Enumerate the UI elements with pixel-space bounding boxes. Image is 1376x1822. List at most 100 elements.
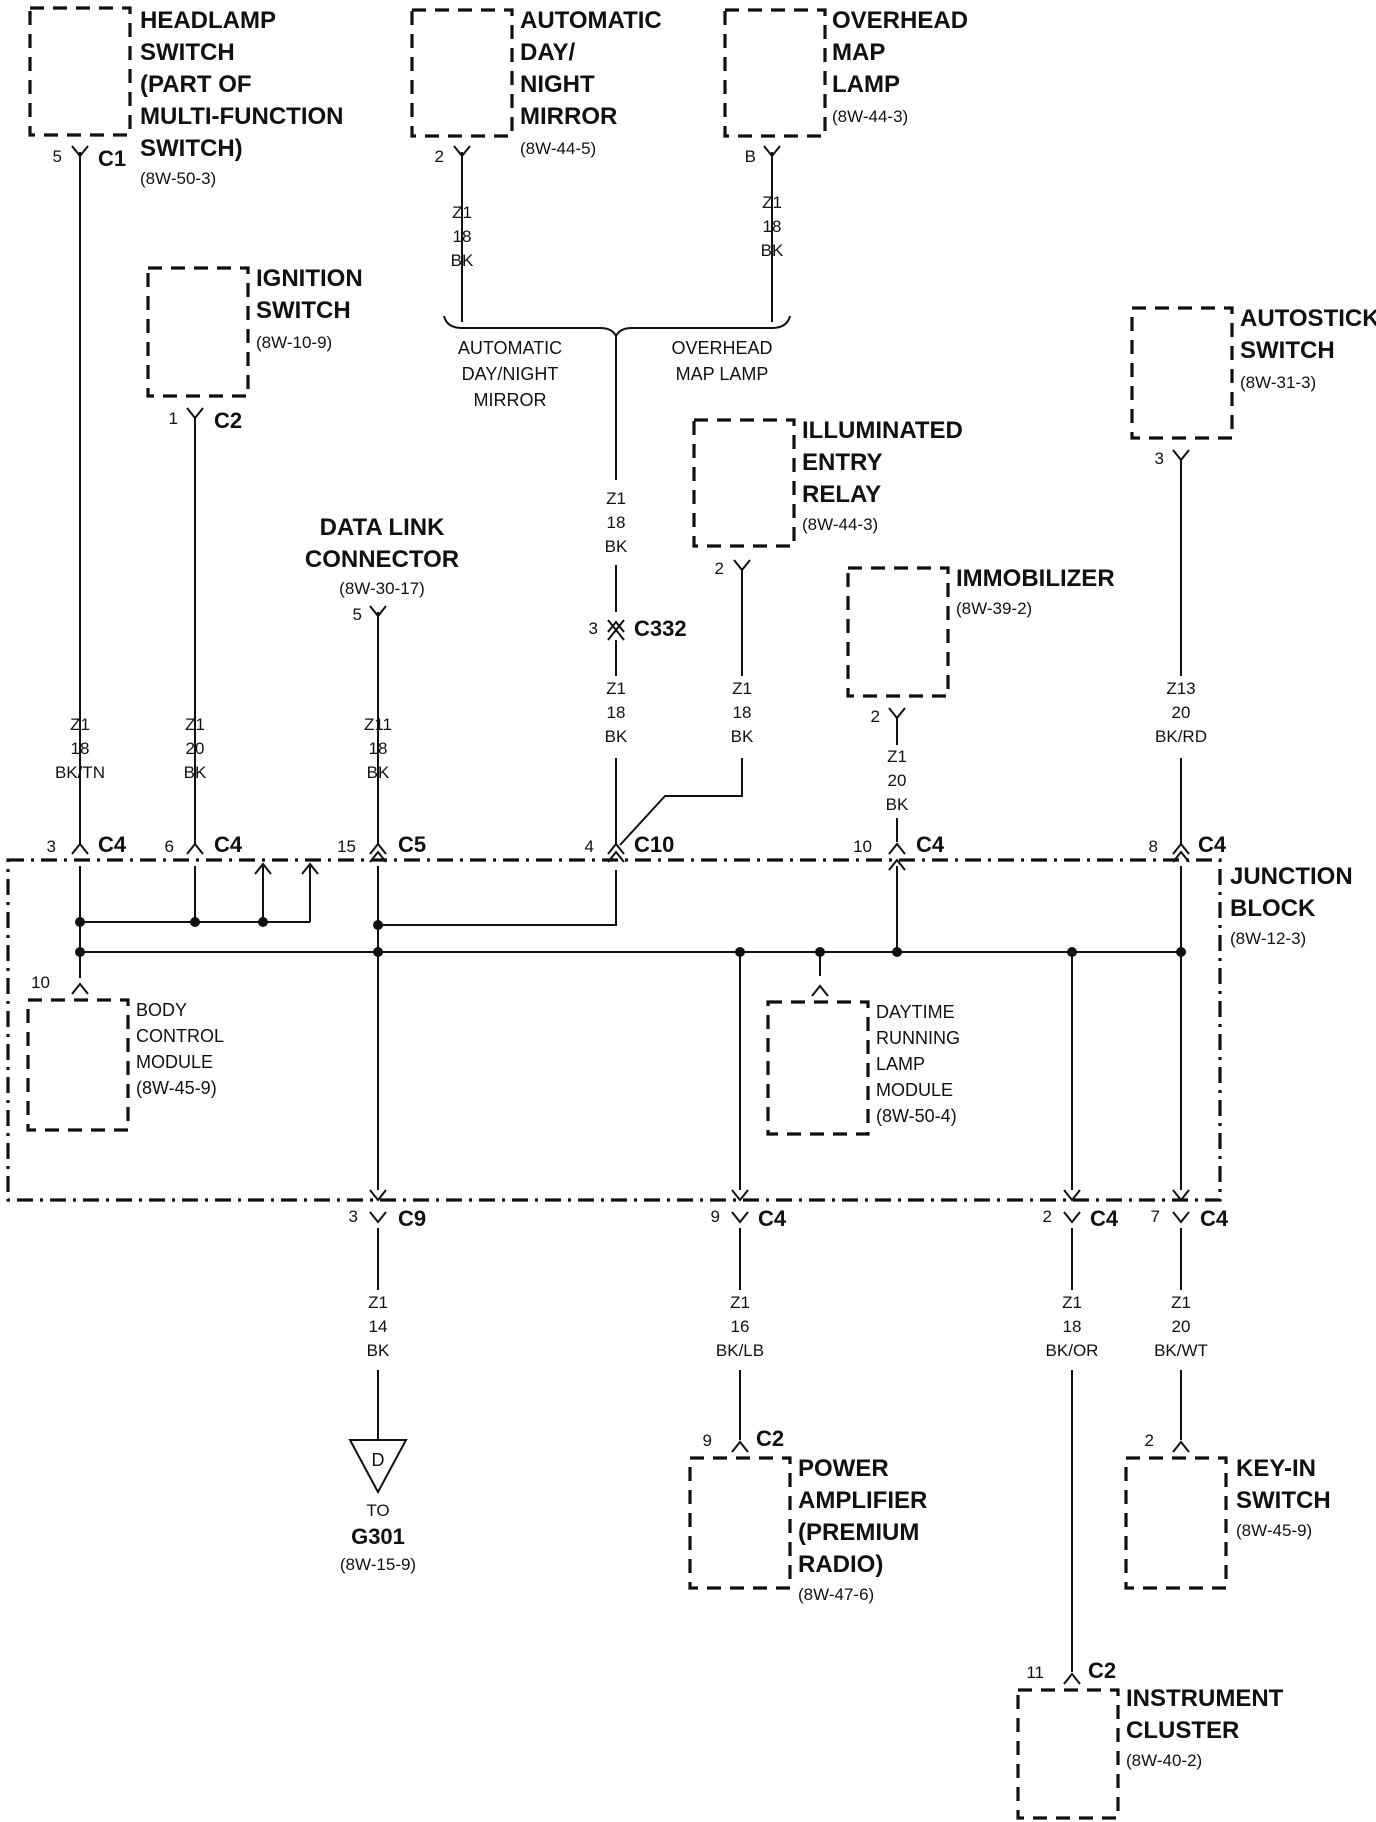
- svg-text:(8W-45-9): (8W-45-9): [1236, 1521, 1312, 1540]
- svg-text:20: 20: [186, 739, 205, 758]
- svg-text:NIGHT: NIGHT: [520, 71, 595, 98]
- svg-text:CONTROL: CONTROL: [136, 1026, 224, 1046]
- svg-text:BK: BK: [605, 537, 628, 556]
- svg-text:C4: C4: [1090, 1206, 1119, 1231]
- svg-text:MULTI-FUNCTION: MULTI-FUNCTION: [140, 103, 344, 130]
- connector-symbols: [71, 145, 1190, 1685]
- svg-text:(8W-15-9): (8W-15-9): [340, 1555, 416, 1574]
- illuminated-entry-relay-label: ILLUMINATED ENTRY RELAY (8W-44-3): [802, 417, 963, 534]
- svg-text:8: 8: [1149, 837, 1158, 856]
- svg-text:RUNNING: RUNNING: [876, 1028, 960, 1048]
- svg-text:OVERHEAD: OVERHEAD: [671, 338, 772, 358]
- svg-text:C332: C332: [634, 616, 687, 641]
- svg-text:20: 20: [888, 771, 907, 790]
- svg-text:(8W-50-3): (8W-50-3): [140, 169, 216, 188]
- power-amplifier-label: POWER AMPLIFIER (PREMIUM RADIO) (8W-47-6…: [798, 1455, 927, 1604]
- svg-text:CLUSTER: CLUSTER: [1126, 1717, 1239, 1744]
- svg-text:C4: C4: [98, 832, 127, 857]
- svg-text:2: 2: [1145, 1431, 1154, 1450]
- svg-text:MAP: MAP: [832, 39, 885, 66]
- svg-text:2: 2: [435, 147, 444, 166]
- svg-text:9: 9: [711, 1207, 720, 1226]
- svg-text:BODY: BODY: [136, 1000, 187, 1020]
- junction-block-label: JUNCTION BLOCK (8W-12-3): [1230, 863, 1353, 948]
- svg-text:ILLUMINATED: ILLUMINATED: [802, 417, 963, 444]
- svg-text:BK/LB: BK/LB: [716, 1341, 764, 1360]
- svg-text:DATA LINK: DATA LINK: [320, 514, 446, 541]
- svg-text:Z13: Z13: [1166, 679, 1195, 698]
- svg-text:MODULE: MODULE: [136, 1052, 213, 1072]
- svg-text:18: 18: [71, 739, 90, 758]
- wire-label-cluster: Z1 18 BK/OR: [1046, 1293, 1099, 1360]
- svg-text:C4: C4: [214, 832, 243, 857]
- immobilizer-label: IMMOBILIZER (8W-39-2): [956, 565, 1115, 618]
- svg-text:DAYTIME: DAYTIME: [876, 1002, 955, 1022]
- svg-text:(8W-30-17): (8W-30-17): [339, 579, 425, 598]
- svg-text:Z1: Z1: [762, 193, 782, 212]
- overhead-map-lamp-label: OVERHEAD MAP LAMP (8W-44-3): [832, 7, 968, 126]
- svg-text:20: 20: [1172, 703, 1191, 722]
- svg-text:(PART OF: (PART OF: [140, 71, 252, 98]
- key-in-switch-label: KEY-IN SWITCH (8W-45-9): [1236, 1455, 1331, 1540]
- svg-text:C1: C1: [98, 146, 126, 171]
- svg-text:AMPLIFIER: AMPLIFIER: [798, 1487, 927, 1514]
- svg-text:TO: TO: [366, 1501, 389, 1520]
- svg-text:2: 2: [715, 559, 724, 578]
- svg-text:SWITCH: SWITCH: [1240, 337, 1335, 364]
- svg-text:Z1: Z1: [887, 747, 907, 766]
- svg-text:C4: C4: [1198, 832, 1227, 857]
- svg-text:OVERHEAD: OVERHEAD: [832, 7, 968, 34]
- data-link-connector-label: DATA LINK CONNECTOR (8W-30-17): [305, 514, 459, 598]
- svg-text:(8W-12-3): (8W-12-3): [1230, 929, 1306, 948]
- svg-text:POWER: POWER: [798, 1455, 889, 1482]
- svg-text:MAP LAMP: MAP LAMP: [676, 364, 769, 384]
- svg-text:D: D: [372, 1450, 385, 1470]
- svg-text:LAMP: LAMP: [832, 71, 900, 98]
- svg-text:SWITCH: SWITCH: [256, 297, 351, 324]
- svg-text:BK: BK: [886, 795, 909, 814]
- svg-text:C10: C10: [634, 832, 674, 857]
- ignition-switch-box: [146, 266, 250, 398]
- svg-text:C2: C2: [214, 408, 242, 433]
- svg-text:C4: C4: [758, 1206, 787, 1231]
- svg-text:11: 11: [1026, 1663, 1044, 1682]
- svg-text:BK/WT: BK/WT: [1154, 1341, 1208, 1360]
- svg-text:INSTRUMENT: INSTRUMENT: [1126, 1685, 1284, 1712]
- svg-text:18: 18: [733, 703, 752, 722]
- drl-module-box: [766, 1000, 870, 1136]
- wire-label-autostick: Z13 20 BK/RD: [1155, 679, 1207, 746]
- svg-text:BK: BK: [367, 1341, 390, 1360]
- svg-text:3: 3: [47, 837, 56, 856]
- svg-text:C4: C4: [1200, 1206, 1229, 1231]
- wire-label-immobilizer: Z1 20 BK: [886, 747, 909, 814]
- instrument-cluster-label: INSTRUMENT CLUSTER (8W-40-2): [1126, 1685, 1284, 1770]
- pin-labels: 5 C1 2 B 1 C2 3 2 2 5 3 C332 3 C4 6 C4 1…: [31, 146, 1229, 1683]
- svg-text:C9: C9: [398, 1206, 426, 1231]
- svg-text:AUTOMATIC: AUTOMATIC: [520, 7, 662, 34]
- svg-text:C4: C4: [916, 832, 945, 857]
- ground-g301: D TO G301 (8W-15-9): [340, 1450, 416, 1574]
- svg-text:18: 18: [453, 227, 472, 246]
- svg-text:BK: BK: [451, 251, 474, 270]
- autostick-switch-box: [1130, 306, 1234, 440]
- svg-text:(8W-40-2): (8W-40-2): [1126, 1751, 1202, 1770]
- wire-label-mirror: Z1 18 BK: [451, 203, 474, 270]
- svg-text:Z1: Z1: [730, 1293, 750, 1312]
- wire-label-amp: Z1 16 BK/LB: [716, 1293, 764, 1360]
- svg-text:Z1: Z1: [452, 203, 472, 222]
- wire-label-headlamp: Z1 18 BK/TN: [55, 715, 105, 782]
- headlamp-switch-box: [28, 6, 132, 137]
- svg-text:IGNITION: IGNITION: [256, 265, 363, 292]
- svg-text:15: 15: [337, 837, 356, 856]
- autostick-switch-label: AUTOSTICK SWITCH (8W-31-3): [1240, 305, 1376, 392]
- svg-text:RADIO): RADIO): [798, 1551, 883, 1578]
- auto-mirror-label: AUTOMATIC DAY/ NIGHT MIRROR (8W-44-5): [520, 7, 662, 158]
- power-amplifier-box: [688, 1456, 792, 1590]
- svg-text:G301: G301: [351, 1524, 405, 1549]
- svg-text:18: 18: [607, 513, 626, 532]
- svg-text:5: 5: [353, 605, 362, 624]
- svg-text:KEY-IN: KEY-IN: [1236, 1455, 1316, 1482]
- svg-text:Z1: Z1: [70, 715, 90, 734]
- svg-text:2: 2: [871, 707, 880, 726]
- svg-text:18: 18: [763, 217, 782, 236]
